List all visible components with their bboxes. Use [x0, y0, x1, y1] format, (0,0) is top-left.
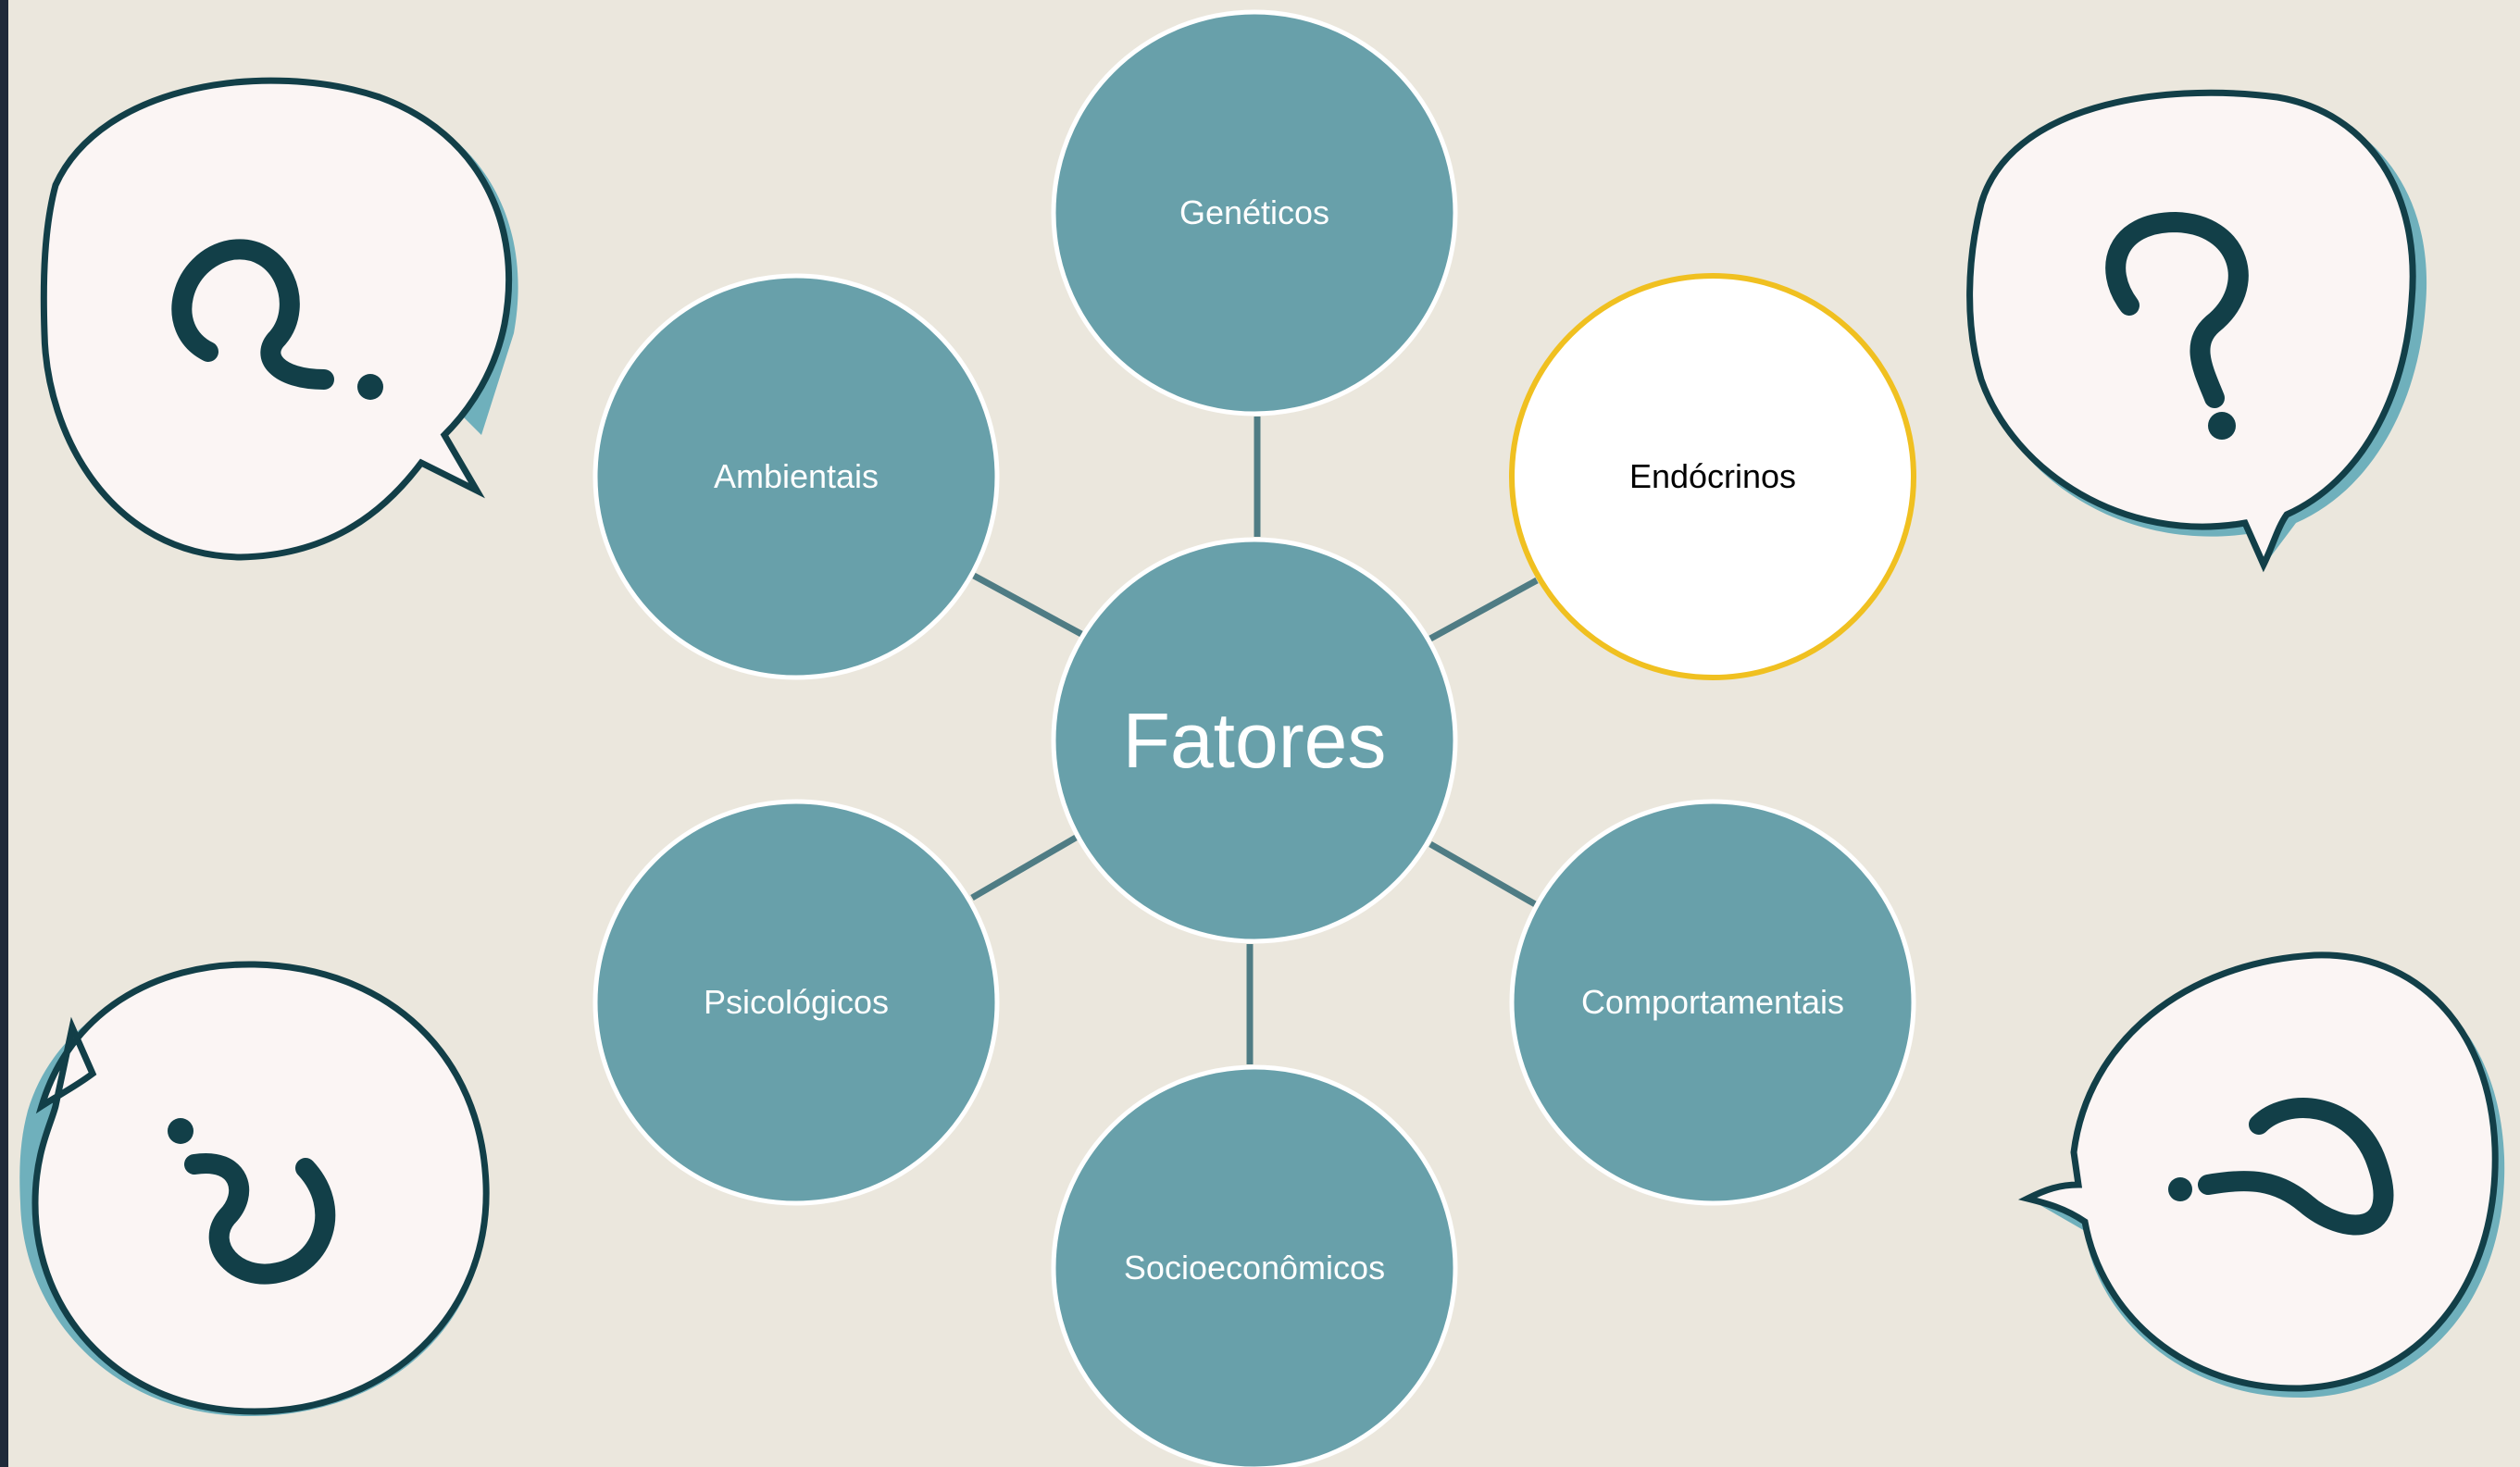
node-circle-comportamentais[interactable] [1509, 799, 1916, 1206]
center-circle[interactable] [1051, 537, 1458, 944]
speech-bubble-bottom-left [19, 961, 490, 1416]
question-mark-icon [2198, 1098, 2394, 1236]
node-circle-ambientais[interactable] [593, 273, 1000, 680]
connector-ambientais [972, 572, 1083, 638]
node-circle-geneticos[interactable] [1051, 9, 1458, 416]
connectors [970, 416, 1539, 1064]
connector-psicologicos [970, 834, 1078, 901]
node-circle-endocrinos[interactable] [1509, 273, 1916, 680]
node-circle-psicologicos[interactable] [593, 799, 1000, 1206]
speech-bubble-top-left [40, 77, 518, 561]
inverted-question-mark-icon [184, 1152, 336, 1285]
left-edge-bar [0, 0, 8, 1467]
question-mark-icon [2105, 211, 2249, 408]
question-mark-icon [171, 239, 334, 390]
connector-comportamentais [1428, 840, 1539, 909]
speech-bubble-top-right [1966, 89, 2427, 573]
node-circle-socioeconomicos[interactable] [1051, 1064, 1458, 1467]
connector-endocrinos [1428, 577, 1539, 642]
speech-bubble-bottom-right [2017, 951, 2505, 1399]
